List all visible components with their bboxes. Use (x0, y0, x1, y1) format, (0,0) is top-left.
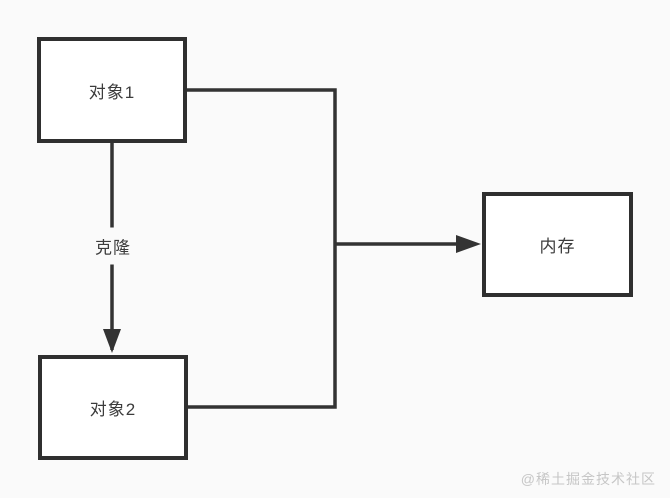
arrowhead-into-object2-icon (103, 329, 121, 353)
node-object1: 对象1 (37, 37, 187, 143)
node-object1-label: 对象1 (88, 82, 136, 102)
node-object2: 对象2 (38, 355, 188, 460)
edge-label-clone: 克隆 (93, 227, 133, 265)
node-memory-label: 内存 (539, 237, 576, 256)
node-memory: 内存 (482, 192, 633, 297)
watermark: @稀土掘金技术社区 (520, 471, 656, 487)
connector-objects-junction (187, 88, 337, 409)
arrowhead-into-memory-icon (456, 235, 481, 253)
node-object2-label: 对象2 (89, 400, 137, 419)
